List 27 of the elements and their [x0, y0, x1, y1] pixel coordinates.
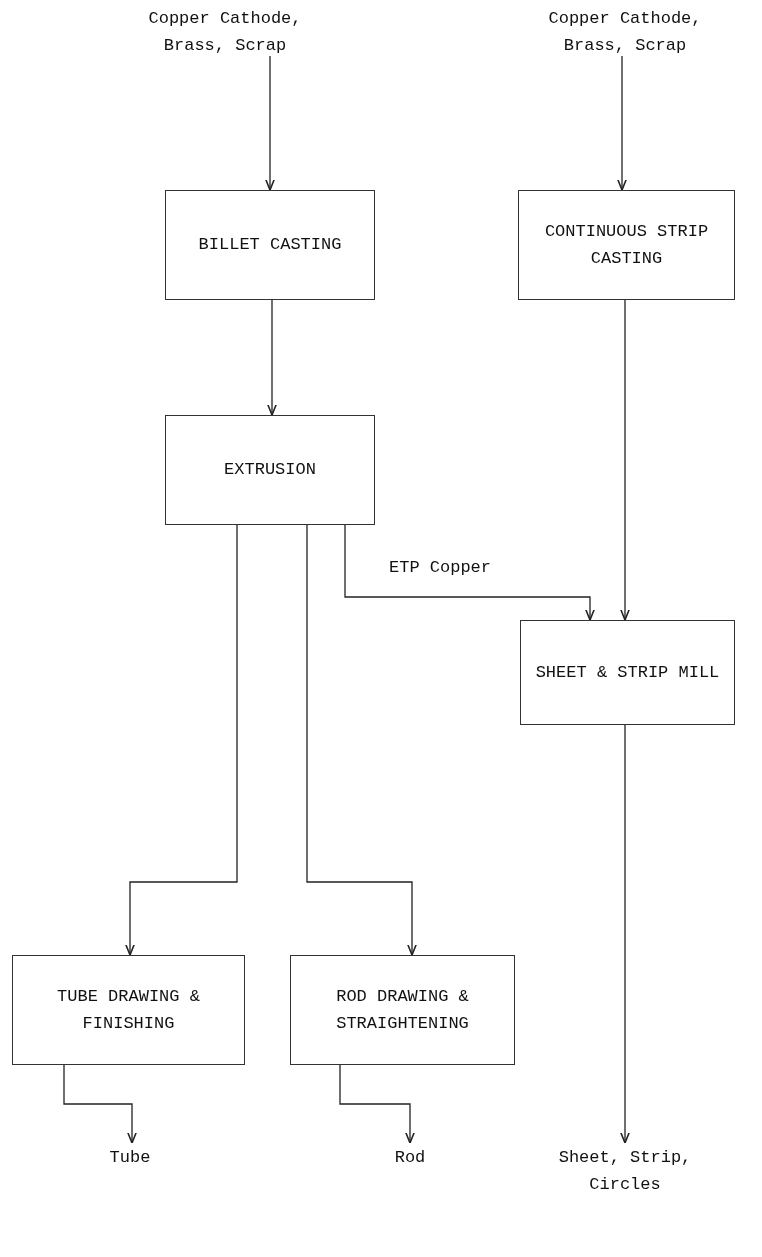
- arrow: [63, 1064, 137, 1144]
- process-box: [290, 955, 515, 1065]
- material-label: Sheet, Strip, Circles: [557, 1146, 693, 1196]
- arrow: [265, 55, 275, 191]
- process-box: [165, 415, 375, 525]
- material-label: Tube: [109, 1147, 151, 1170]
- material-label: Copper Cathode, Brass, Scrap: [547, 7, 703, 57]
- process-label: EXTRUSION: [224, 459, 316, 482]
- process-label: CONTINUOUS STRIP CASTING: [543, 220, 710, 270]
- process-label: ROD DRAWING & STRAIGHTENING: [335, 985, 470, 1035]
- material-label: Copper Cathode, Brass, Scrap: [147, 7, 303, 57]
- arrow: [344, 524, 595, 621]
- arrow: [617, 55, 627, 191]
- process-label: BILLET CASTING: [198, 234, 342, 257]
- material-label: Rod: [394, 1147, 426, 1170]
- arrow: [267, 299, 277, 416]
- process-label: TUBE DRAWING & FINISHING: [56, 985, 201, 1035]
- process-box: [12, 955, 245, 1065]
- process-box: [518, 190, 735, 300]
- process-box: [520, 620, 735, 725]
- arrow: [306, 524, 417, 956]
- arrow: [620, 299, 630, 621]
- arrow: [125, 524, 238, 956]
- arrow: [620, 724, 630, 1144]
- process-box: [165, 190, 375, 300]
- process-label: SHEET & STRIP MILL: [535, 661, 720, 684]
- arrow: [339, 1064, 415, 1144]
